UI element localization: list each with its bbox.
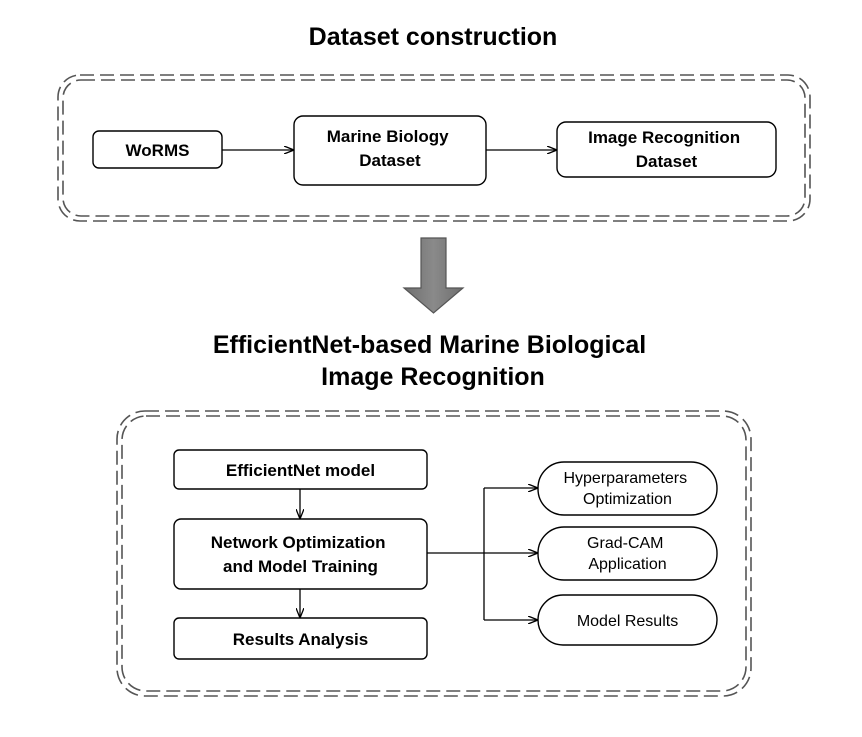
hyperparameters-label: Hyperparameters Optimization bbox=[563, 470, 691, 508]
hyperparameters-line2: Optimization bbox=[583, 491, 672, 508]
efficientnet-model-label: EfficientNet model bbox=[226, 461, 375, 480]
image-recognition-dataset-line2: Dataset bbox=[636, 152, 698, 171]
section2-title-line2: Image Recognition bbox=[321, 363, 545, 391]
network-optimization-label: Network Optimization and Model Training bbox=[211, 533, 390, 576]
branch-connector bbox=[427, 488, 537, 620]
efficientnet-model-node: EfficientNet model bbox=[173, 449, 428, 490]
image-recognition-frame bbox=[116, 410, 752, 697]
marine-biology-dataset-label: Marine Biology Dataset bbox=[327, 127, 454, 170]
gradcam-label: Grad-CAM Application bbox=[587, 535, 668, 573]
worms-node: WoRMS bbox=[92, 130, 223, 169]
marine-biology-dataset-line2: Dataset bbox=[359, 151, 421, 170]
marine-biology-dataset-node: Marine Biology Dataset bbox=[293, 115, 487, 186]
model-results-node: Model Results bbox=[537, 594, 718, 646]
gradcam-line1: Grad-CAM bbox=[587, 535, 663, 552]
marine-biology-dataset-line1: Marine Biology bbox=[327, 127, 449, 146]
dataset-construction-frame bbox=[57, 74, 811, 222]
image-recognition-dataset-line1: Image Recognition bbox=[588, 128, 740, 147]
gradcam-line2: Application bbox=[588, 556, 666, 573]
worms-label: WoRMS bbox=[126, 141, 190, 160]
gradcam-node: Grad-CAM Application bbox=[537, 526, 718, 581]
network-optimization-line1: Network Optimization bbox=[211, 533, 386, 552]
section2-title: EfficientNet-based Marine Biological Ima… bbox=[213, 331, 653, 391]
flow-down-arrow bbox=[402, 237, 465, 314]
results-analysis-label: Results Analysis bbox=[233, 630, 368, 649]
hyperparameters-node: Hyperparameters Optimization bbox=[537, 461, 718, 516]
section2-title-line1: EfficientNet-based Marine Biological bbox=[213, 331, 646, 359]
image-recognition-dataset-label: Image Recognition Dataset bbox=[588, 128, 745, 171]
network-optimization-line2: and Model Training bbox=[223, 557, 378, 576]
image-recognition-dataset-node: Image Recognition Dataset bbox=[556, 121, 777, 178]
network-optimization-node: Network Optimization and Model Training bbox=[173, 518, 428, 590]
model-results-label: Model Results bbox=[577, 613, 678, 630]
results-analysis-node: Results Analysis bbox=[173, 617, 428, 660]
hyperparameters-line1: Hyperparameters bbox=[563, 470, 687, 487]
section1-title: Dataset construction bbox=[309, 23, 558, 51]
